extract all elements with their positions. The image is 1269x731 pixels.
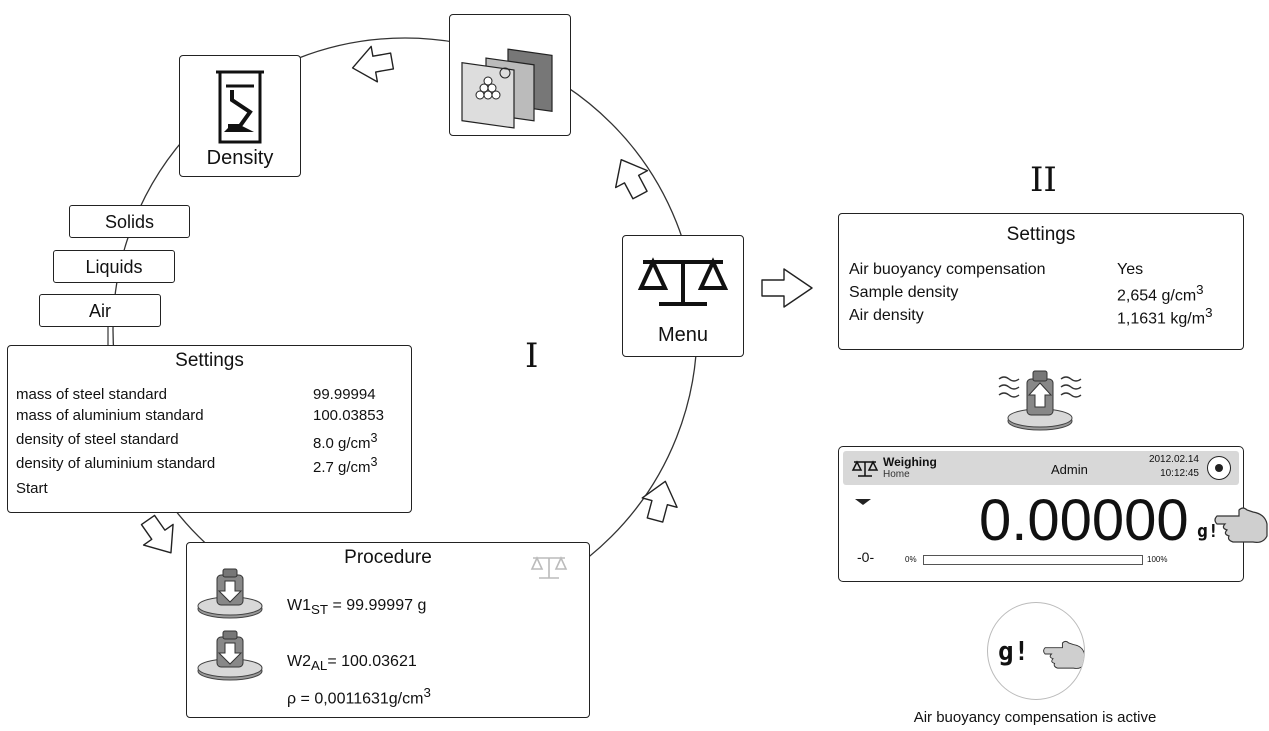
section-two-label: II bbox=[1030, 160, 1057, 200]
pointing-hand-icon bbox=[1214, 507, 1268, 543]
setting-row-label: Sample density bbox=[849, 284, 959, 301]
air-density-result: ρ = 0,0011631g/cm3 bbox=[287, 685, 431, 708]
arrow-to-procedure bbox=[140, 514, 174, 554]
stability-icon bbox=[855, 499, 871, 505]
setting-row-value: Yes bbox=[1117, 261, 1144, 278]
settings-right-title: Settings bbox=[1006, 224, 1076, 245]
callout-circle: g! bbox=[987, 602, 1085, 700]
arrow-to-settings-right bbox=[761, 268, 813, 308]
display-header: Weighing Home Admin 2012.02.14 10:12:45 bbox=[843, 451, 1239, 485]
setting-row-label: mass of aluminium standard bbox=[16, 407, 204, 424]
density-label: Density bbox=[206, 147, 274, 169]
menu-button[interactable]: Menu bbox=[622, 235, 744, 357]
settings-left-title: Settings bbox=[175, 350, 244, 371]
mode-subtitle: Home bbox=[883, 469, 910, 480]
weight-down-icon bbox=[197, 630, 263, 681]
tab-liquids[interactable]: Liquids bbox=[53, 250, 175, 283]
mode-image-box[interactable] bbox=[449, 14, 571, 136]
settings-right-panel: Settings Air buoyancy compensation Yes S… bbox=[838, 213, 1244, 350]
tab-solids-label: Solids bbox=[104, 212, 155, 232]
capacity-bar bbox=[923, 555, 1143, 565]
setting-row-value: 8.0 g/cm3 bbox=[313, 431, 378, 452]
arrow-to-density bbox=[351, 45, 395, 83]
setting-row-label: mass of steel standard bbox=[16, 386, 167, 403]
balance-icon bbox=[637, 257, 729, 306]
menu-label: Menu bbox=[657, 324, 709, 346]
setting-row-value: 2.7 g/cm3 bbox=[313, 455, 378, 476]
settings-target-icon[interactable] bbox=[1207, 456, 1231, 480]
settings-left-panel: Settings mass of steel standard 99.99994… bbox=[7, 345, 412, 513]
setting-row-label: density of aluminium standard bbox=[16, 455, 216, 472]
time: 10:12:45 bbox=[1160, 468, 1199, 479]
balance-watermark-icon bbox=[530, 556, 568, 579]
procedure-title: Procedure bbox=[344, 547, 432, 568]
zero-indicator: -0- bbox=[857, 549, 875, 565]
setting-row-label: Air density bbox=[849, 307, 924, 324]
tab-air[interactable]: Air bbox=[39, 294, 161, 327]
procedure-panel: Procedure W1ST = 99.99997 g W2AL= 100.03… bbox=[186, 542, 590, 718]
start-item[interactable]: Start bbox=[16, 480, 48, 497]
arrow-to-image bbox=[614, 158, 649, 200]
mode-title: Weighing bbox=[883, 455, 937, 469]
bar-max-label: 100% bbox=[1147, 555, 1168, 564]
density-kit-icon bbox=[461, 48, 553, 129]
callout-caption: Air buoyancy compensation is active bbox=[913, 709, 1157, 726]
tab-liquids-label: Liquids bbox=[85, 257, 143, 277]
setting-row-value: 100.03853 bbox=[313, 407, 384, 424]
setting-row-label: Air buoyancy compensation bbox=[849, 261, 1046, 278]
setting-row-value: 99.99994 bbox=[313, 386, 376, 403]
pointing-hand-icon bbox=[1043, 640, 1084, 669]
unit-label: g! bbox=[1197, 521, 1219, 542]
setting-row-value: 2,654 g/cm3 bbox=[1117, 282, 1204, 305]
density-box[interactable]: Density bbox=[179, 55, 301, 177]
w1-reading: W1ST = 99.99997 g bbox=[287, 597, 427, 618]
tab-solids[interactable]: Solids bbox=[69, 205, 190, 238]
user-name: Admin bbox=[1051, 462, 1088, 477]
w2-reading: W2AL= 100.03621 bbox=[287, 653, 417, 674]
buoyancy-weight-icon bbox=[998, 370, 1082, 431]
balance-display: Weighing Home Admin 2012.02.14 10:12:45 … bbox=[838, 446, 1244, 582]
tab-air-label: Air bbox=[89, 301, 111, 321]
weight-down-icon bbox=[197, 568, 263, 619]
setting-row-label: density of steel standard bbox=[16, 431, 179, 448]
weight-reading: 0.00000 bbox=[979, 488, 1189, 553]
arrow-to-menu bbox=[641, 480, 678, 523]
weighing-mode-icon bbox=[851, 460, 879, 477]
density-beaker-icon bbox=[216, 70, 264, 144]
callout-symbol: g! bbox=[998, 637, 1030, 667]
date: 2012.02.14 bbox=[1148, 454, 1199, 465]
setting-row-value: 1,1631 kg/m3 bbox=[1117, 305, 1213, 328]
section-one-label: I bbox=[525, 336, 539, 376]
bar-min-label: 0% bbox=[905, 555, 917, 564]
